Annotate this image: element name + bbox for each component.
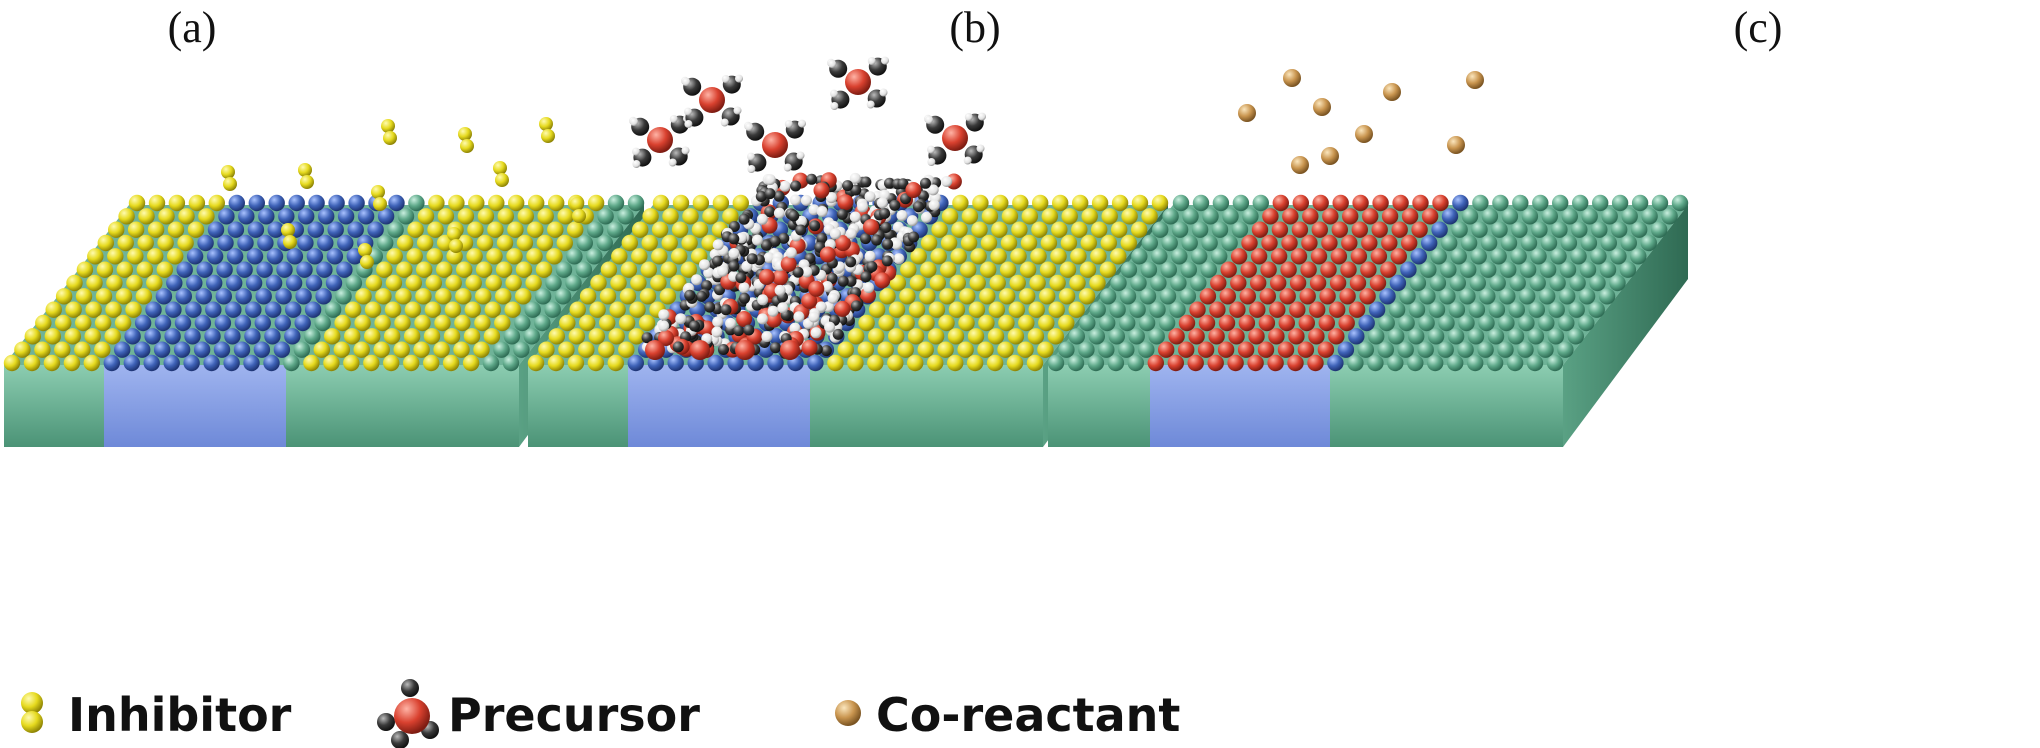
precursor-molecule xyxy=(744,119,806,173)
panel-a-substrate-sphere-lattice xyxy=(3,194,645,372)
precursor-molecule xyxy=(681,74,743,128)
panel-label-a: (a) xyxy=(168,3,217,52)
panel-b-substrate-front-segment-2 xyxy=(810,365,1043,447)
precursor-legend-icon xyxy=(377,679,439,748)
panel-c-substrate-right-face xyxy=(1563,205,1688,447)
precursor-molecule xyxy=(629,114,691,168)
precursor-molecule xyxy=(924,112,986,166)
inhibitor-gas-molecules xyxy=(221,117,586,269)
panel-c-substrate-front-segment-1 xyxy=(1150,365,1330,447)
panel-c-substrate-sphere-lattice xyxy=(1047,194,1689,372)
legend: Inhibitor Precursor Co-reactant xyxy=(21,679,1180,748)
panel-label-c: (c) xyxy=(1734,3,1783,52)
coreactant-gas-molecules xyxy=(1238,69,1484,174)
panel-a-substrate-front-segment-1 xyxy=(104,365,286,447)
legend-precursor-label: Precursor xyxy=(448,688,700,742)
legend-coreactant-label: Co-reactant xyxy=(876,688,1180,742)
legend-inhibitor-label: Inhibitor xyxy=(68,688,292,742)
panel-b-substrate-front-segment-0 xyxy=(528,365,628,447)
panel-b-precursor-dosing xyxy=(527,56,1169,447)
panel-a-substrate-front-segment-2 xyxy=(286,365,519,447)
panel-c-coreactant-dosing xyxy=(1047,69,1689,447)
panel-label-b: (b) xyxy=(949,3,1000,52)
precursor-molecule xyxy=(827,56,889,110)
panel-a-inhibitor-adsorption xyxy=(3,117,645,447)
panel-b-substrate-front-segment-1 xyxy=(628,365,810,447)
coreactant-legend-icon xyxy=(835,700,861,726)
panel-a-substrate-front-segment-0 xyxy=(4,365,104,447)
precursor-gas-molecules xyxy=(629,56,986,173)
inhibitor-legend-icon xyxy=(21,692,43,733)
panel-c-substrate-front-segment-0 xyxy=(1048,365,1150,447)
adsorbed-precursor-layer xyxy=(641,172,962,360)
panel-c-substrate-front-segment-2 xyxy=(1330,365,1563,447)
